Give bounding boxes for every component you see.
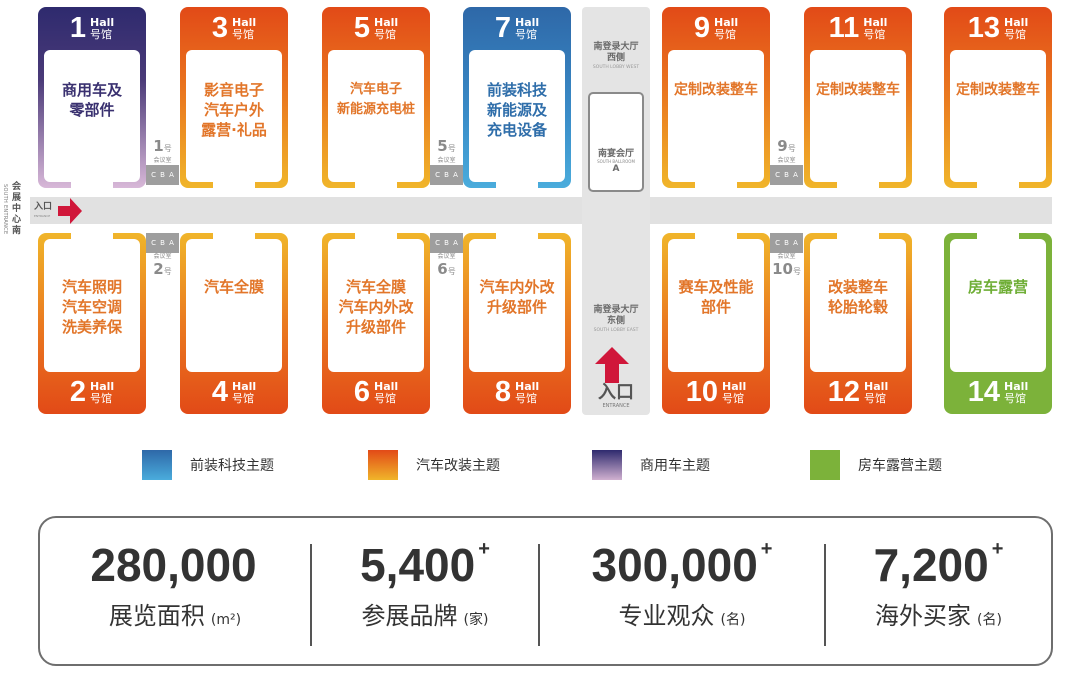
legend-item-rv-camping: 房车露营主题 [810, 450, 942, 480]
divider [310, 544, 312, 646]
hall-theme: 前装科技新能源及充电设备 [486, 81, 547, 139]
south-lobby-east: 南登录大厅 东侧 SOUTH LOBBY EAST [593, 305, 639, 333]
hall-theme: 改装整车轮胎轮毂 [827, 278, 888, 316]
south-entrance[interactable]: 入口 ENTRANCE [598, 382, 634, 410]
hall-theme: 汽车全膜 [203, 278, 264, 296]
hall-theme: 定制改装整车 [956, 82, 1040, 98]
legend-swatch [142, 450, 172, 480]
legend-item-modification: 汽车改装主题 [368, 450, 500, 480]
legend-swatch [592, 450, 622, 480]
legend-item-commercial: 商用车主题 [592, 450, 710, 480]
entrance-arrow-up-icon [595, 347, 629, 383]
legend-swatch [368, 450, 398, 480]
divider [538, 544, 540, 646]
hall-theme: 汽车电子新能源充电桩 [336, 82, 415, 117]
stats-panel: 280,000 展览面积(m²) 5,400+ 参展品牌(家) 300,000+… [38, 516, 1053, 666]
divider [824, 544, 826, 646]
stat-exhibitor-brands: 5,400+ 参展品牌(家) [360, 538, 490, 630]
hall-theme: 定制改装整车 [674, 82, 758, 98]
hall-theme: 汽车内外改升级部件 [479, 278, 555, 316]
stat-overseas-buyers: 7,200+ 海外买家(名) [873, 538, 1004, 630]
legend-swatch [810, 450, 840, 480]
theme-legend: 前装科技主题 汽车改装主题 商用车主题 房车露营主题 [0, 450, 1080, 482]
stat-professional-visitors: 300,000+ 专业观众(名) [591, 538, 773, 630]
south-entrance-cn: 会展中心南 [12, 182, 22, 236]
south-lobby-west: 南登录大厅 西侧 SOUTH LOBBY WEST [592, 42, 640, 70]
hall-theme: 定制改装整车 [816, 82, 900, 98]
hall-theme: 商用车及零部件 [61, 81, 122, 119]
entrance-arrow-right-icon [58, 198, 82, 224]
south-lobby [582, 7, 650, 415]
hall-theme: 汽车照明汽车空调洗美养保 [61, 278, 122, 336]
hall-theme: 汽车全膜汽车内外改升级部件 [338, 278, 414, 336]
hall-theme: 房车露营 [967, 278, 1028, 296]
legend-item-oem-tech: 前装科技主题 [142, 450, 274, 480]
hall-theme: 赛车及性能部件 [678, 278, 754, 316]
south-ballroom[interactable]: 南宴会厅 SOUTH BALLROOM A [588, 92, 644, 192]
main-corridor [30, 197, 1052, 224]
stat-exhibition-area: 280,000 展览面积(m²) [90, 539, 257, 630]
hall-theme: 影音电子汽车户外露营·礼品 [201, 81, 267, 139]
south-entrance-en: SOUTH ENTRANCE [2, 184, 8, 235]
west-entrance-label: 入口 ENTRANCE [34, 202, 53, 219]
